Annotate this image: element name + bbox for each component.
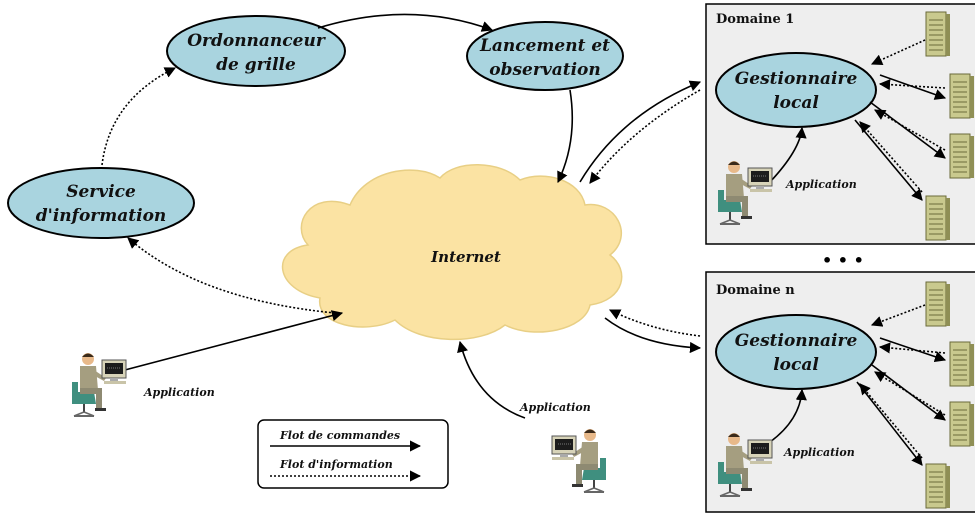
domain-n-title: Domaine n — [716, 283, 795, 298]
ordonnanceur-line1: Ordonnanceur — [187, 31, 326, 51]
domains-ellipsis: • • • — [822, 251, 864, 270]
server-d1-1 — [925, 11, 951, 57]
legend-box: Flot de commandes Flot d'information — [257, 419, 449, 489]
gestionnaire-1-line2: local — [773, 93, 819, 113]
information-flows — [101, 39, 946, 459]
user-left-icon — [71, 352, 127, 417]
ordonnanceur-node: Ordonnanceur de grille — [166, 15, 346, 87]
lancement-node: Lancement et observation — [466, 21, 624, 91]
gestionnaire-n-line1: Gestionnaire — [735, 331, 858, 351]
server-d1-4 — [925, 195, 951, 241]
gestionnaire-1-line1: Gestionnaire — [735, 69, 858, 89]
service-line1: Service — [66, 182, 136, 202]
app-left-label: Application — [143, 386, 215, 399]
server-dn-3 — [949, 401, 975, 447]
app-domainn-label: Application — [783, 446, 855, 459]
gestionnaire-1-node: Gestionnaire local — [715, 52, 877, 128]
internet-cloud — [281, 164, 623, 341]
legend-commands-label: Flot de commandes — [279, 429, 400, 442]
ordonnanceur-line2: de grille — [216, 55, 296, 75]
app-domain1-label: Application — [785, 178, 857, 191]
service-information-node: Service d'information — [7, 167, 195, 239]
internet-label: Internet — [430, 248, 501, 266]
server-d1-2 — [949, 73, 975, 119]
app-bottom-label: Application — [519, 401, 591, 414]
gestionnaire-n-node: Gestionnaire local — [715, 314, 877, 390]
server-dn-2 — [949, 341, 975, 387]
server-d1-3 — [949, 133, 975, 179]
server-dn-4 — [925, 463, 951, 509]
gestionnaire-n-line2: local — [773, 355, 819, 375]
lancement-line2: observation — [489, 60, 600, 80]
legend-information-label: Flot d'information — [279, 458, 393, 471]
domain-1-title: Domaine 1 — [716, 12, 794, 27]
user-bottom-icon — [551, 428, 607, 493]
server-dn-1 — [925, 281, 951, 327]
service-line2: d'information — [36, 206, 167, 226]
lancement-line1: Lancement et — [479, 36, 610, 56]
